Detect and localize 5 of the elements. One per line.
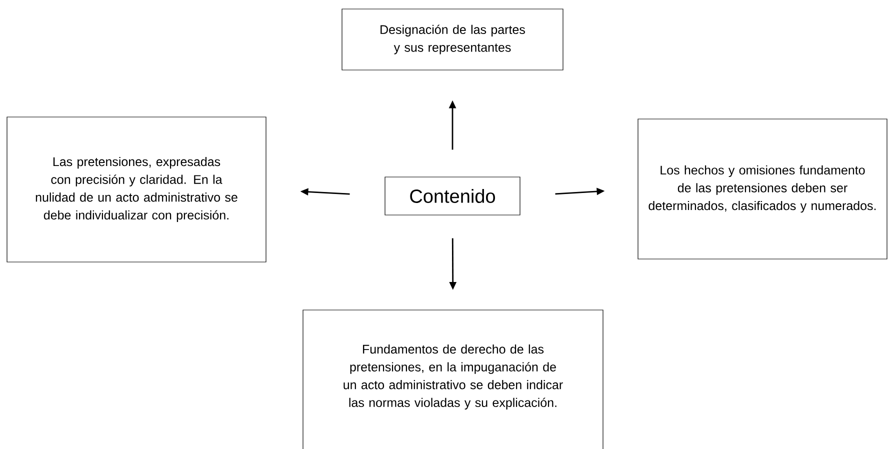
title-box: Contenido (384, 176, 520, 216)
text-box: Los hechos y omisiones fundamento de las pretensiones deben ser determinados, clasificados y numerados. (638, 118, 888, 260)
text-box: Designación de las partes y sus representantes (342, 8, 564, 70)
text-box: Fundamentos de derecho de las pretensiones, en la impuganación de un acto administrativo se deben indicar las normas violadas y su explicación. (302, 310, 604, 449)
text-box: Las pretensiones, expresadas con precisión y claridad. En la nulidad de un acto administrativo se debe individualizar con precisión. (6, 116, 266, 262)
